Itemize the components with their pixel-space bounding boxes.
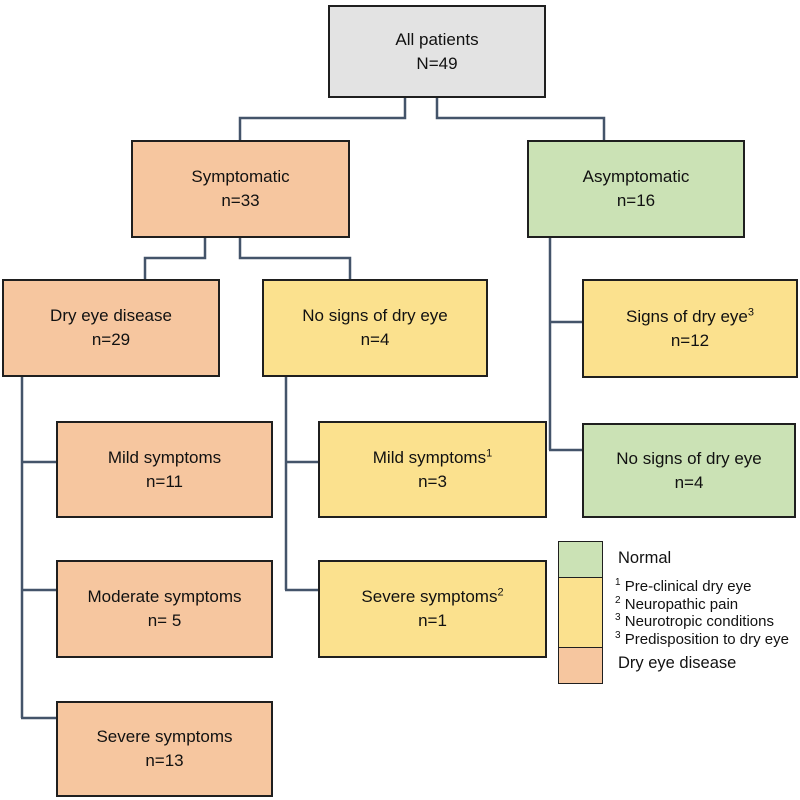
- legend-swatch-notes: [558, 576, 603, 649]
- connector-symptomatic-to-dryeye: [143, 238, 207, 279]
- legend-note-neurotropic: 3 Neurotropic conditions: [615, 612, 774, 631]
- legend-swatch-dry-eye: [558, 647, 603, 684]
- legend-note-preclinical: 1 Pre-clinical dry eye: [615, 577, 752, 596]
- legend-dry-eye-label: Dry eye disease: [618, 654, 737, 672]
- connector-all-to-asymptomatic: [435, 98, 606, 140]
- legend-note-neuropathic: 2 Neuropathic pain: [615, 594, 739, 613]
- connector-all-to-symptomatic: [238, 98, 407, 140]
- legend-note-predisposition: 3 Predisposition to dry eye: [615, 629, 789, 648]
- legend-notes: 1 Pre-clinical dry eye 2 Neuropathic pai…: [615, 578, 789, 648]
- legend-normal-label: Normal: [618, 549, 672, 567]
- legend-swatch-normal: [558, 541, 603, 578]
- connector-symptomatic-to-nosigns: [238, 238, 352, 279]
